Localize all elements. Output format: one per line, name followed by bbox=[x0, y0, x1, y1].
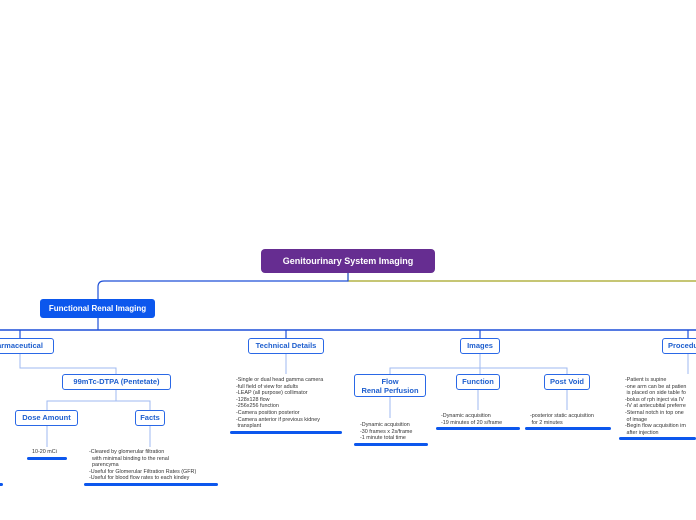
note-underline-dose bbox=[27, 457, 67, 460]
note-line: transplant bbox=[236, 423, 262, 430]
flow-label-line2: Renal Perfusion bbox=[361, 386, 419, 395]
note-function: -Dynamic acquisition -19 minutes of 20 s… bbox=[441, 413, 502, 426]
topic-99mtc-dtpa[interactable]: 99mTc-DTPA (Pentetate) bbox=[62, 374, 171, 390]
topic-flow-renal-perfusion[interactable]: Flow Renal Perfusion bbox=[354, 374, 426, 397]
note-line: -Single or dual head gamma camera bbox=[236, 377, 324, 383]
root-topic-genitourinary-imaging[interactable]: Genitourinary System Imaging bbox=[261, 249, 435, 273]
note-underline-technical bbox=[230, 431, 342, 434]
note-line: -LEAP (all purpose) collimator bbox=[236, 390, 308, 397]
dtpa-to-facts bbox=[116, 400, 151, 410]
note-underline-facts bbox=[84, 483, 218, 486]
note-post-void: -posterior static acquisition for 2 minu… bbox=[530, 413, 594, 426]
note-line: after injection bbox=[625, 429, 659, 436]
images-to-postvoid bbox=[480, 367, 568, 374]
note-line: -Useful for Glomerular Filtration Rates … bbox=[89, 468, 197, 475]
note-dose-amount: 10-20 mCi bbox=[32, 449, 57, 456]
note-line: -Dynamic acquisition bbox=[360, 422, 410, 428]
note-technical-details: -Single or dual head gamma camera -full … bbox=[236, 377, 323, 430]
topic-facts[interactable]: Facts bbox=[135, 410, 165, 426]
note-flow: -Dynamic acquisition -30 frames x 2s/fra… bbox=[360, 422, 412, 442]
note-line: of image bbox=[625, 416, 648, 423]
dtpa-to-dose bbox=[46, 390, 117, 410]
flow-label-line1: Flow bbox=[381, 377, 399, 386]
note-line: 10-20 mCi bbox=[32, 449, 57, 455]
topic-function[interactable]: Function bbox=[456, 374, 500, 390]
topic-radiopharmaceutical[interactable]: armaceutical bbox=[0, 338, 54, 354]
note-line: -Cleared by glomerular filtration bbox=[89, 449, 165, 455]
note-line: -256x256 function bbox=[236, 403, 279, 410]
note-line: -Dynamic acquisition bbox=[441, 413, 491, 419]
topic-dose-amount[interactable]: Dose Amount bbox=[15, 410, 78, 426]
note-line: -Sternal notch in top one bbox=[625, 409, 684, 416]
note-line: -bolus of rph inject via IV bbox=[625, 396, 685, 403]
root-to-main-connector bbox=[97, 273, 349, 299]
note-underline-post-void bbox=[525, 427, 611, 430]
note-line: -Useful for blood flow rates to each kin… bbox=[89, 475, 190, 482]
note-line: -30 frames x 2s/frame bbox=[360, 428, 413, 435]
note-line: -19 minutes of 20 s/frame bbox=[441, 419, 503, 426]
note-procedure: -Patient is supine -one arm can be at pa… bbox=[625, 377, 686, 436]
radiopharm-to-dtpa bbox=[19, 354, 117, 374]
note-underline-procedure bbox=[619, 437, 696, 440]
note-line: with minimal binding to the renal bbox=[89, 455, 170, 462]
note-underline-function bbox=[436, 427, 520, 430]
note-underline-offscreen-left bbox=[0, 483, 3, 486]
note-line: -1 minute total time bbox=[360, 435, 406, 442]
note-facts: -Cleared by glomerular filtration with m… bbox=[89, 449, 196, 482]
topic-technical-details[interactable]: Technical Details bbox=[248, 338, 324, 354]
topic-procedure[interactable]: Procedu bbox=[662, 338, 696, 354]
topic-images[interactable]: Images bbox=[460, 338, 500, 354]
note-line: -Patient is supine bbox=[625, 377, 667, 383]
note-underline-flow bbox=[354, 443, 428, 446]
images-to-flow bbox=[389, 354, 481, 374]
note-line: -Camera anterior if previous kidney bbox=[236, 416, 320, 423]
note-line: -IV at antecubital preferre bbox=[625, 403, 686, 410]
note-line: -posterior static acquisition bbox=[530, 413, 594, 419]
topic-post-void[interactable]: Post Void bbox=[544, 374, 590, 390]
note-line: -one arm can be at patien bbox=[625, 383, 687, 390]
note-line: is placed on side table fo bbox=[625, 390, 686, 397]
note-line: -128x128 flow bbox=[236, 396, 270, 403]
note-line: parencyma bbox=[89, 462, 119, 469]
note-line: for 2 minutes bbox=[530, 419, 563, 426]
root-to-olive-branch bbox=[347, 273, 696, 282]
main-topic-functional-renal-imaging[interactable]: Functional Renal Imaging bbox=[40, 299, 155, 318]
note-line: -Begin flow acquisition im bbox=[625, 423, 686, 430]
note-line: -full field of view for adults bbox=[236, 383, 299, 390]
note-line: -Camera position posterior bbox=[236, 409, 300, 416]
